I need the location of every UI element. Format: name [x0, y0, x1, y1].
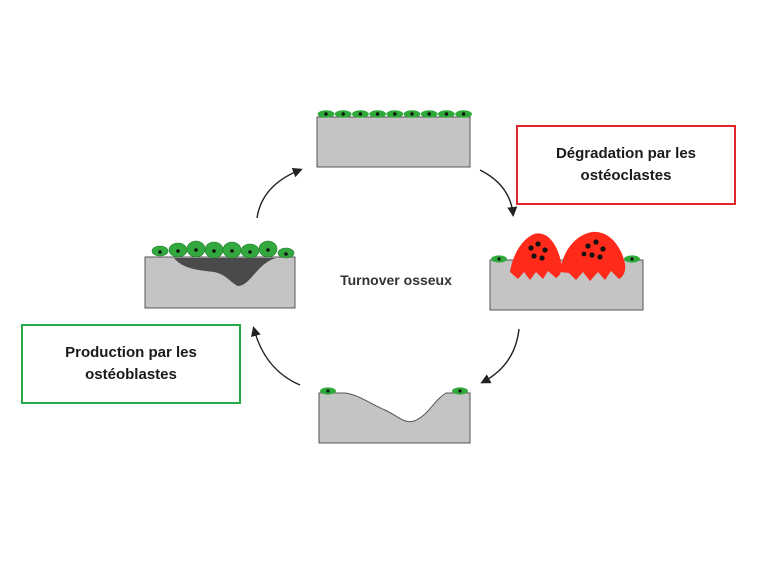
- lining-cell-nucleus: [427, 112, 431, 116]
- lining-cell-nucleus: [358, 112, 363, 116]
- production-label-box: Production par les ostéoblastes: [21, 324, 241, 404]
- osteoblast-nucleus: [158, 250, 162, 254]
- osteoblast-formation-icon: [144, 240, 296, 309]
- osteoclast-resorption-icon: [489, 231, 644, 311]
- lining-cell-nucleus: [324, 112, 328, 116]
- lining-cell-nucleus: [393, 112, 397, 116]
- new-bone-matrix: [174, 258, 276, 286]
- lining-cell-nucleus: [461, 112, 466, 116]
- degradation-label-box: Dégradation par les ostéoclastes: [516, 125, 736, 205]
- osteoblast-nucleus: [212, 249, 216, 253]
- lining-cell-nucleus: [410, 112, 414, 116]
- lining-cells-top: [317, 110, 472, 118]
- arrow-right-to-bottom: [480, 328, 520, 384]
- lining-cells-bottom: [320, 387, 468, 395]
- bone-block-bottom: [318, 392, 471, 444]
- cycle-arrows: [250, 167, 520, 386]
- arrow-left-to-top: [256, 167, 303, 219]
- resorption-pit-icon: [318, 387, 471, 444]
- lining-cell-nucleus: [375, 112, 380, 116]
- bone-block-top: [316, 116, 471, 168]
- osteoblast-cells: [151, 240, 295, 259]
- degradation-label: Dégradation par les ostéoclastes: [555, 145, 697, 184]
- osteoblast-nucleus: [230, 249, 234, 253]
- production-label: Production par les ostéoblastes: [65, 344, 197, 383]
- lining-cell-nucleus: [444, 112, 449, 116]
- osteoblast-nucleus: [284, 252, 288, 256]
- resting-bone-icon: [316, 110, 472, 168]
- arrow-bottom-to-left: [250, 326, 301, 386]
- osteoclast-nuclei: [528, 239, 606, 261]
- lining-cells-right: [491, 255, 640, 263]
- center-label: Turnover osseux: [340, 272, 452, 288]
- osteoblast-nucleus: [194, 248, 198, 252]
- lining-cell-nucleus: [341, 112, 345, 116]
- osteoblast-nucleus: [266, 248, 270, 252]
- osteoblast-nucleus: [248, 250, 252, 254]
- arrow-top-to-right: [479, 169, 518, 217]
- osteoblast-nucleus: [176, 249, 180, 253]
